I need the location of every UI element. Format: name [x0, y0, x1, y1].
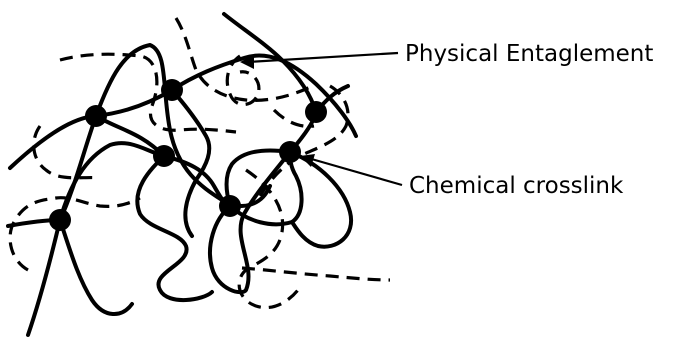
crosslink-node [305, 101, 327, 123]
solid-chain-4 [137, 156, 212, 300]
solid-chain-10 [60, 220, 132, 314]
dashed-polymer-chains [10, 18, 390, 308]
crosslink-node [49, 209, 71, 231]
solid-chain-11 [290, 152, 351, 247]
physical-entanglement-callout: Physical Entaglement [240, 41, 653, 69]
dashed-chain-7 [242, 268, 390, 280]
chemical-crosslink-label: Chemical crosslink [409, 173, 624, 199]
crosslink-node [279, 141, 301, 163]
physical-entanglement-label: Physical Entaglement [405, 41, 653, 67]
crosslink-node [153, 145, 175, 167]
solid-chain-5 [210, 86, 348, 292]
solid-polymer-chains [8, 14, 356, 335]
crosslink-node [161, 79, 183, 101]
crosslink-node [219, 195, 241, 217]
solid-chain-1 [10, 56, 356, 168]
crosslink-nodes [49, 79, 327, 231]
crosslink-node [85, 105, 107, 127]
chemical-crosslink-callout: Chemical crosslink [300, 154, 624, 199]
